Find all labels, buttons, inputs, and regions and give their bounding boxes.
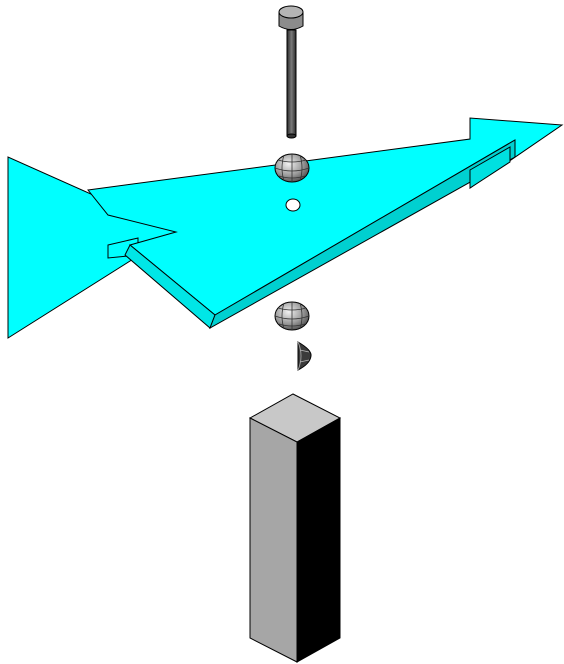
upper-bearing-ball — [275, 154, 309, 182]
pin-shaft-tip — [287, 134, 296, 138]
arrow-top-surface — [88, 118, 562, 315]
arrow-side-edge — [210, 140, 515, 328]
pin — [279, 6, 303, 138]
arrow-pivot-hole — [286, 199, 300, 211]
arrow-plate — [8, 118, 562, 338]
pin-head-top — [279, 6, 303, 18]
post-side-face — [297, 418, 340, 662]
support-post — [250, 394, 340, 662]
arrow-head-slot — [470, 147, 510, 188]
half-bearing-ball — [298, 342, 311, 370]
post-front-face — [250, 418, 297, 662]
pin-shaft — [287, 30, 296, 136]
lower-bearing-ball — [275, 302, 309, 330]
